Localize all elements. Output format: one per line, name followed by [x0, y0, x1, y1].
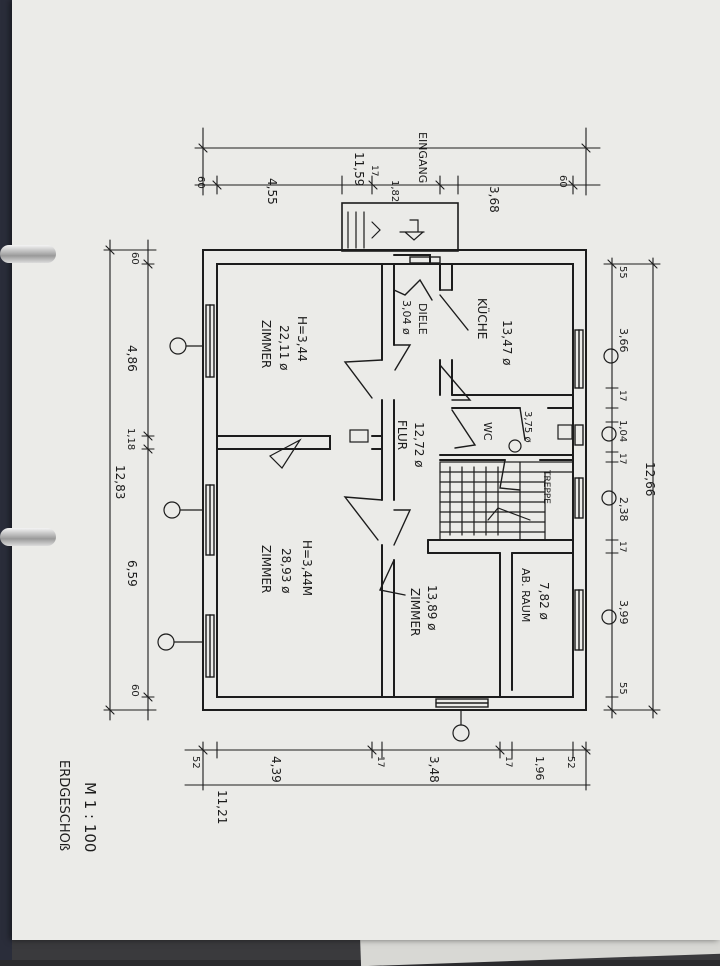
dimension-lines-bottom: [184, 741, 591, 791]
dim-top-total: 11,59: [352, 152, 366, 186]
room-abstellraum-area: 7,82 ø: [537, 582, 551, 620]
dim-left-seg-4: 60: [129, 684, 140, 697]
room-kueche-area: 13,47 ø: [500, 320, 514, 366]
dim-top-seg-3: 17: [369, 165, 379, 176]
dim-left-seg-0: 60: [129, 252, 140, 265]
dim-left-seg-3: 4,86: [125, 345, 139, 372]
sheet-scale: M 1 : 100: [81, 782, 99, 852]
room-zimmer-bottom-name: ZIMMER: [408, 588, 422, 636]
dim-bottom-seg-5: 4,39: [269, 756, 283, 783]
dim-top-seg-1: 4,55: [265, 178, 279, 205]
dim-top-seg-5: 60: [557, 175, 568, 188]
room-flur-name: FLUR: [395, 420, 409, 450]
room-flur-area: 12,72 ø: [412, 422, 426, 468]
room-kueche-name: KÜCHE: [475, 298, 491, 339]
room-wc-area: 3,75 ø: [522, 411, 533, 443]
room-zimmer-middle-name: ZIMMER: [259, 545, 273, 593]
dim-right-seg-5: 1,04: [617, 420, 628, 442]
entrance-steps: [347, 211, 425, 249]
binder-ring-top: [0, 245, 56, 263]
dim-right-total: 12,66: [643, 462, 657, 496]
dim-bottom-seg-6: 52: [190, 756, 201, 769]
dim-right-seg-8: 55: [617, 266, 628, 279]
dim-top-seg-4: 3,68: [487, 186, 501, 213]
dim-top-seg-0: 60: [195, 176, 206, 189]
dim-left-seg-1: 6,59: [125, 560, 139, 587]
room-diele-name: DIELE: [416, 303, 429, 335]
dim-bottom-seg-0: 52: [565, 756, 576, 769]
dimension-lines-top: [194, 127, 601, 196]
wc-fixtures: [349, 424, 573, 453]
dim-left-total: 12,83: [113, 465, 127, 499]
room-abstellraum-name: AB. RAUM: [519, 568, 532, 622]
dimension-lines-left: [103, 239, 157, 721]
door-swings: [269, 278, 526, 601]
dim-right-seg-3: 2,38: [617, 497, 630, 522]
dim-bottom-seg-4: 17: [375, 756, 385, 767]
binder-spine: [0, 0, 12, 960]
axis-markers: [157, 337, 619, 742]
room-diele-area: 3,04 ø: [400, 300, 413, 335]
room-zimmer-top-name: ZIMMER: [259, 320, 273, 368]
dim-top-seg-2: 1,82: [389, 180, 400, 202]
dim-bottom-seg-2: 17: [503, 756, 513, 767]
dim-bottom-seg-1: 1,96: [533, 756, 546, 781]
room-zimmer-middle-height: H=3,44M: [300, 540, 314, 596]
dim-right-seg-0: 55: [617, 682, 628, 695]
room-wc-name: WC: [481, 422, 494, 441]
room-zimmer-top-area: 22,11 ø: [277, 325, 291, 371]
paper-sheet: [12, 0, 720, 940]
sheet-title: ERDGESCHOß: [56, 760, 71, 851]
room-zimmer-top-height: H=3,44: [295, 316, 309, 362]
dim-right-seg-7: 3,66: [617, 328, 630, 353]
staircase: [439, 461, 574, 541]
room-treppe-name: TREPPE: [541, 469, 551, 504]
dim-right-seg-4: 17: [617, 453, 627, 464]
room-zimmer-bottom-area: 13,89 ø: [425, 585, 439, 631]
interior-walls: [216, 254, 574, 698]
room-zimmer-middle-area: 28,93 ø: [279, 548, 293, 594]
windows: [205, 256, 584, 708]
dim-right-seg-2: 17: [617, 541, 627, 552]
dim-right-seg-1: 3,99: [617, 600, 630, 625]
dim-left-seg-2: 1,18: [125, 428, 136, 450]
dim-right-seg-6: 17: [617, 390, 627, 401]
dim-bottom-total: 11,21: [215, 790, 229, 824]
binder-ring-bottom: [0, 528, 56, 546]
dim-bottom-seg-3: 3,48: [427, 756, 441, 783]
entrance-label: EINGANG: [416, 132, 429, 183]
dimension-lines-right: [603, 257, 661, 719]
